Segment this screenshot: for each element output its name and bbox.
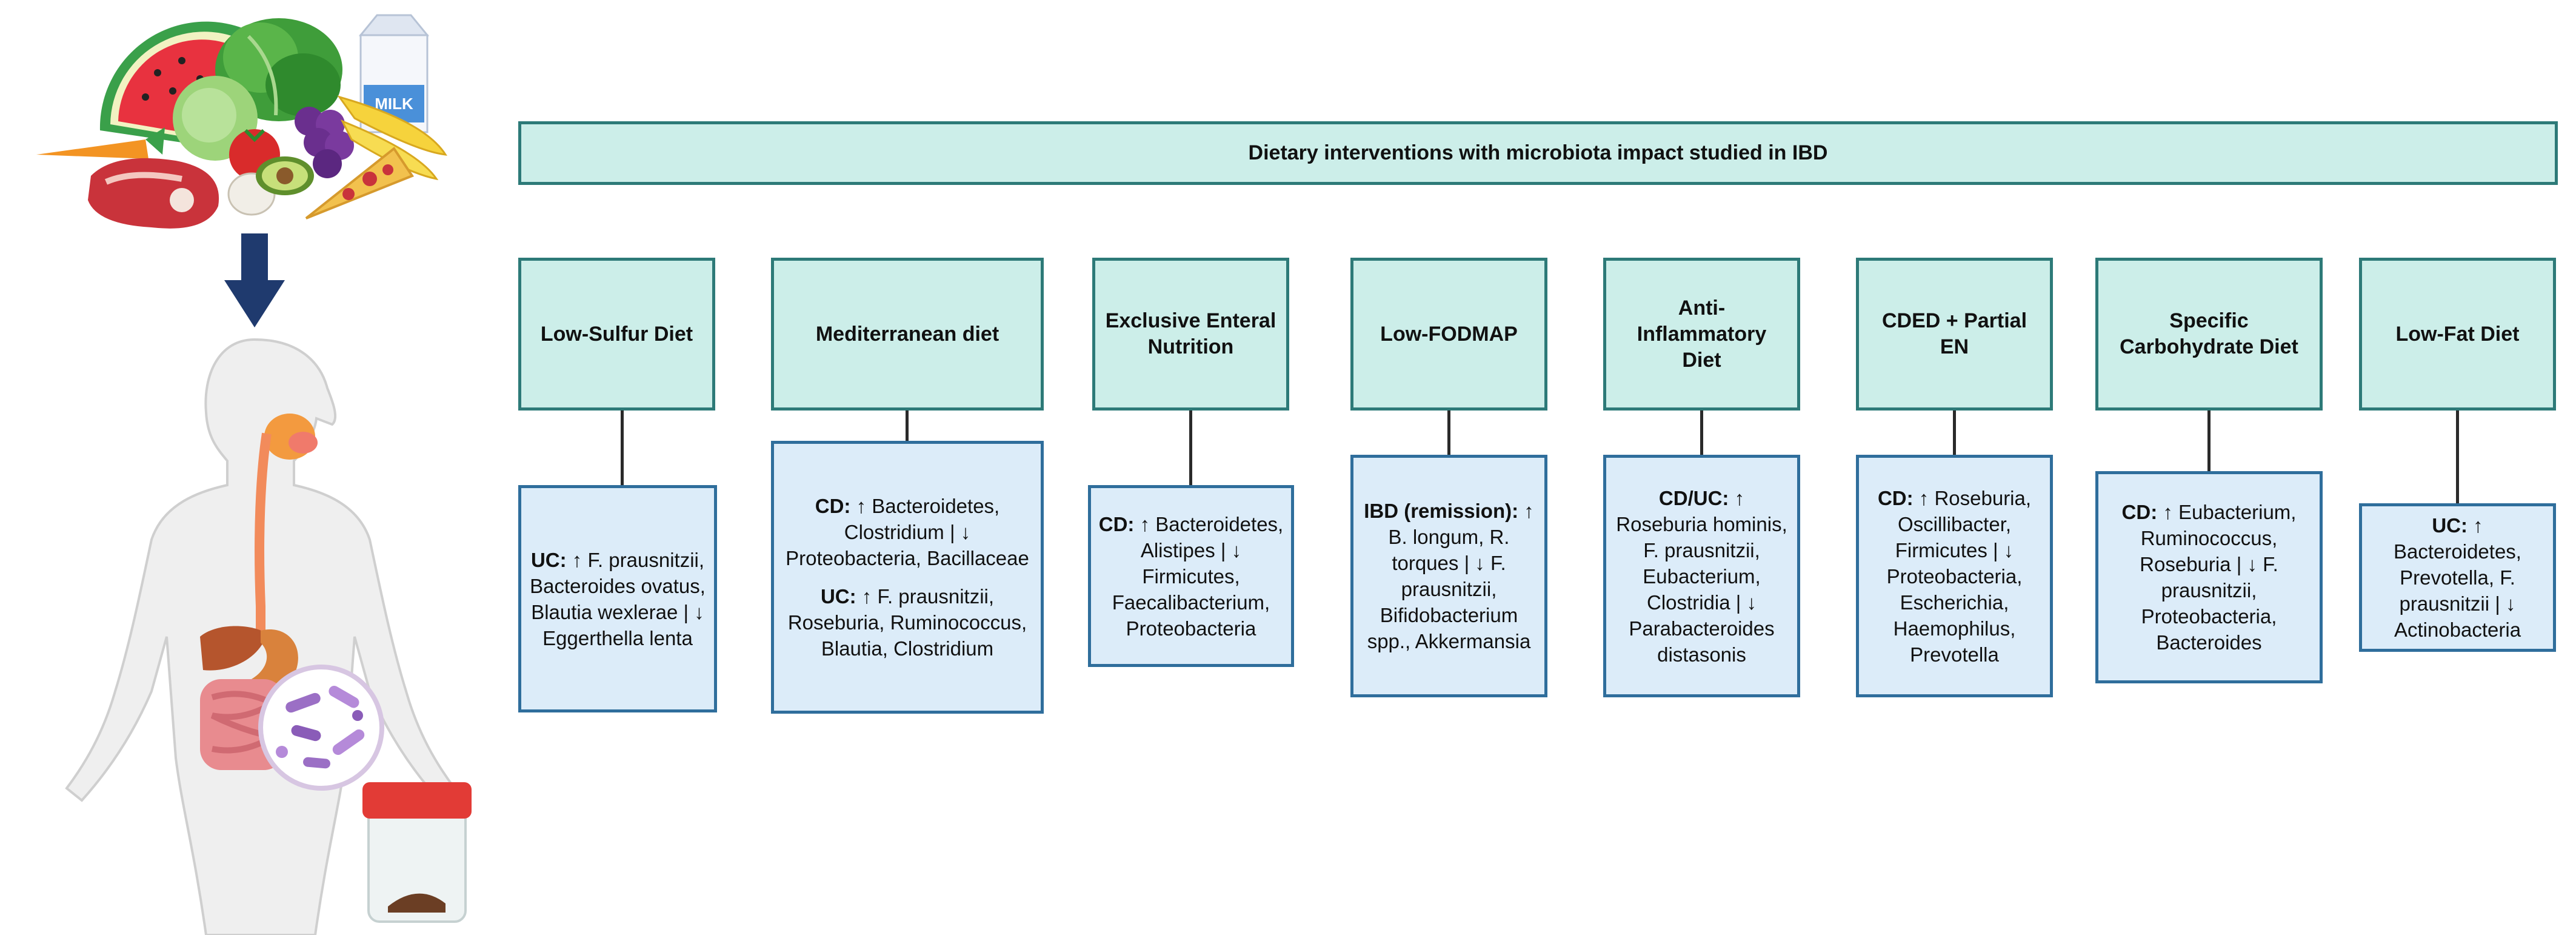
diet-box-cded-partial-en: CDED + Partial EN <box>1856 258 2053 411</box>
diet-name: Anti-Inflammatory Diet <box>1637 296 1767 372</box>
diet-name: Specific Carbohydrate Diet <box>2120 309 2298 358</box>
diet-name: Low-FODMAP <box>1380 322 1518 346</box>
diet-name: Low-Sulfur Diet <box>540 322 693 346</box>
effect-entry: UC: ↑ Bacteroidetes, Prevotella, F. prau… <box>2368 512 2547 643</box>
grapes-icon <box>295 107 354 178</box>
effect-text: ↑ Roseburia, Oscillibacter, Firmicutes |… <box>1886 486 2032 666</box>
diet-box-low-fat: Low-Fat Diet <box>2359 258 2556 411</box>
effect-box-low-fat: UC: ↑ Bacteroidetes, Prevotella, F. prau… <box>2359 503 2556 652</box>
diet-name: CDED + Partial EN <box>1881 309 2027 358</box>
down-arrow-icon <box>224 233 285 327</box>
illustration: MILK <box>36 14 472 935</box>
diet-box-mediterranean: Mediterranean diet <box>771 258 1044 411</box>
effect-label: UC: <box>2432 514 2468 537</box>
milk-label: MILK <box>375 95 413 113</box>
effect-text: ↑ B. longum, R. torques | ↓ F. prausnitz… <box>1367 500 1534 652</box>
diet-box-low-fodmap: Low-FODMAP <box>1350 258 1547 411</box>
effect-text: ↑ Bacteroidetes, Prevotella, F. prausnit… <box>2394 514 2521 641</box>
effect-label: CD: <box>1877 486 1914 509</box>
human-body <box>65 338 456 935</box>
effect-box-specific-carbohydrate: CD: ↑ Eubacterium, Ruminococcus, Rosebur… <box>2095 471 2323 683</box>
effect-entry: CD: ↑ Roseburia, Oscillibacter, Firmicut… <box>1865 485 2044 668</box>
banana-icon <box>337 95 447 181</box>
effect-entry: CD: ↑ Eubacterium, Ruminococcus, Rosebur… <box>2104 499 2314 655</box>
effect-entry: IBD (remission): ↑ B. longum, R. torques… <box>1360 498 1538 654</box>
connector-line <box>621 411 624 485</box>
diet-box-anti-inflammatory: Anti-Inflammatory Diet <box>1603 258 1800 411</box>
effect-text: ↑ Eubacterium, Ruminococcus, Roseburia |… <box>2140 501 2297 654</box>
effect-entry: UC: ↑ F. prausnitzii, Bacteroides ovatus… <box>527 547 708 651</box>
avocado-icon <box>256 156 314 195</box>
effect-entry: UC: ↑ F. prausnitzii, Roseburia, Ruminoc… <box>780 583 1035 662</box>
food-group: MILK <box>36 14 447 229</box>
connector-line <box>2456 411 2459 503</box>
diet-box-low-sulfur: Low-Sulfur Diet <box>518 258 715 411</box>
effect-label: CD: <box>1098 512 1135 535</box>
connector-line <box>2207 411 2211 471</box>
connector-line <box>1447 411 1450 455</box>
effect-label: CD: <box>2121 501 2158 523</box>
effect-label: CD/UC: <box>1658 486 1729 509</box>
effect-box-anti-inflammatory: CD/UC: ↑ Roseburia hominis, F. prausnitz… <box>1603 455 1800 697</box>
effect-text: ↑ Bacteroidetes, Alistipes | ↓ Firmicute… <box>1112 512 1284 640</box>
effect-box-exclusive-enteral-nutrition: CD: ↑ Bacteroidetes, Alistipes | ↓ Firmi… <box>1088 485 1294 667</box>
effect-text: ↑ Roseburia hominis, F. prausnitzii, Eub… <box>1616 486 1787 666</box>
diet-box-exclusive-enteral-nutrition: Exclusive Enteral Nutrition <box>1092 258 1289 411</box>
effect-text: ↑ F. prausnitzii, Bacteroides ovatus, Bl… <box>530 548 706 649</box>
pizza-icon <box>305 147 415 220</box>
effect-label: IBD (remission): <box>1364 500 1519 522</box>
sample-jar-icon <box>362 782 472 923</box>
diet-name: Exclusive Enteral Nutrition <box>1105 309 1276 358</box>
effect-label: UC: <box>820 585 856 608</box>
effect-box-cded-partial-en: CD: ↑ Roseburia, Oscillibacter, Firmicut… <box>1856 455 2053 697</box>
effect-entry: CD: ↑ Bacteroidetes, Alistipes | ↓ Firmi… <box>1097 511 1285 642</box>
diet-box-specific-carbohydrate: Specific Carbohydrate Diet <box>2095 258 2323 411</box>
diet-name: Mediterranean diet <box>815 322 999 346</box>
effect-entry: CD: ↑ Bacteroidetes, Clostridium | ↓ Pro… <box>780 493 1035 571</box>
connector-line <box>1953 411 1956 455</box>
effect-label: UC: <box>530 548 567 571</box>
effect-entry: CD/UC: ↑ Roseburia hominis, F. prausnitz… <box>1612 485 1791 668</box>
watermelon-icon <box>99 21 255 142</box>
diet-name: Low-Fat Diet <box>2395 322 2520 346</box>
carrot-icon <box>36 127 165 159</box>
effect-text: ↑ Bacteroidetes, Clostridium | ↓ Proteob… <box>786 495 1029 569</box>
effect-box-low-sulfur: UC: ↑ F. prausnitzii, Bacteroides ovatus… <box>518 485 717 712</box>
connector-line <box>906 411 909 441</box>
effect-label: CD: <box>815 495 851 517</box>
effect-text: ↑ F. prausnitzii, Roseburia, Ruminococcu… <box>787 585 1027 660</box>
connector-line <box>1189 411 1192 485</box>
diagram-title: Dietary interventions with microbiota im… <box>518 121 2558 185</box>
steak-icon <box>88 158 219 229</box>
connector-line <box>1700 411 1703 455</box>
effect-box-mediterranean: CD: ↑ Bacteroidetes, Clostridium | ↓ Pro… <box>771 441 1044 714</box>
effect-box-low-fodmap: IBD (remission): ↑ B. longum, R. torques… <box>1350 455 1547 697</box>
